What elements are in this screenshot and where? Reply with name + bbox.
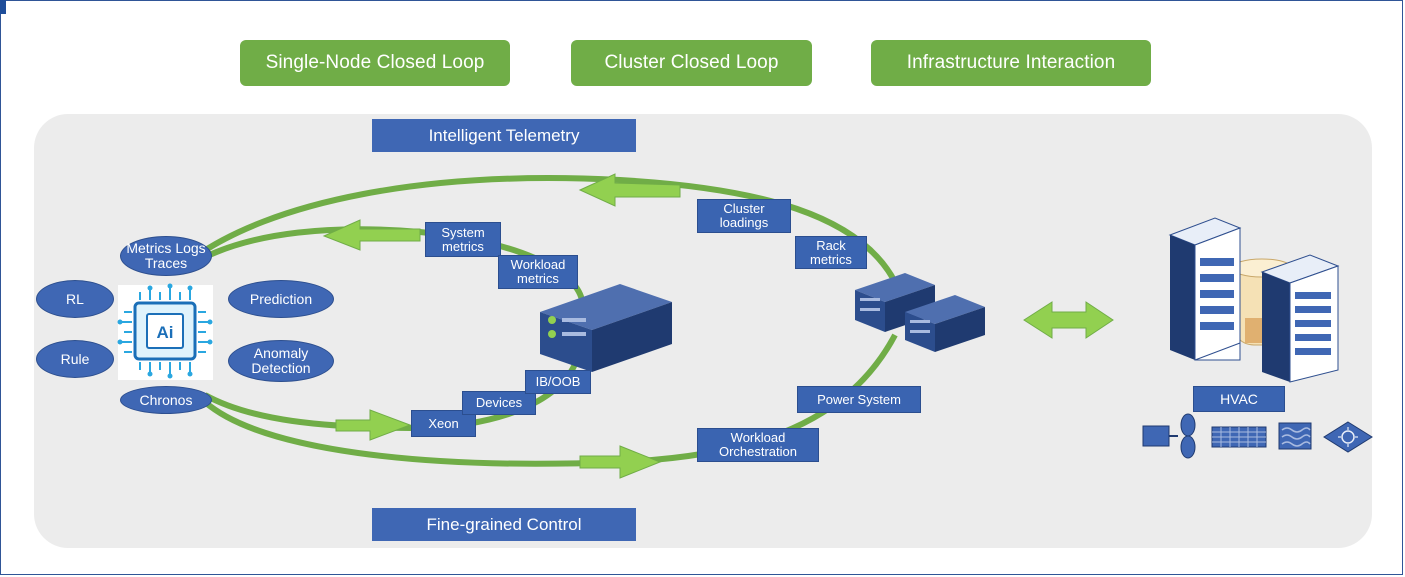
- corner-mark: [0, 0, 6, 14]
- arrow-workload-control: [579, 445, 662, 479]
- cluster-closed-loop-button[interactable]: Cluster Closed Loop: [571, 40, 812, 86]
- ai-chip-label: Ai: [157, 323, 174, 342]
- hvac-fan-icon: [1142, 413, 1196, 459]
- ib-oob-label: IB/OOB: [525, 370, 591, 394]
- intelligent-telemetry-banner: Intelligent Telemetry: [372, 119, 636, 152]
- anomaly-detection-oval: Anomaly Detection: [228, 340, 334, 382]
- workload-orchestration-label: Workload Orchestration: [697, 428, 819, 462]
- hvac-sun-icon: [1323, 421, 1373, 453]
- hvac-label: HVAC: [1193, 386, 1285, 412]
- prediction-oval: Prediction: [228, 280, 334, 318]
- hvac-wave-icon: [1278, 422, 1312, 450]
- single-node-closed-loop-button[interactable]: Single-Node Closed Loop: [240, 40, 510, 86]
- rule-oval: Rule: [36, 340, 114, 378]
- workload-metrics-label: Workload metrics: [498, 255, 578, 289]
- power-system-label: Power System: [797, 386, 921, 413]
- ai-chip-icon: [117, 283, 213, 380]
- cluster-telemetry-arc: [186, 175, 898, 284]
- infrastructure-double-arrow: [1023, 301, 1114, 339]
- metrics-logs-traces-oval: Metrics Logs Traces: [120, 236, 212, 276]
- arrow-system-metrics: [322, 219, 421, 251]
- data-center-icon: [1168, 217, 1340, 383]
- rl-oval: RL: [36, 280, 114, 318]
- rack-metrics-label: Rack metrics: [795, 236, 867, 269]
- server-icon: [540, 284, 672, 372]
- arrow-cluster-telemetry: [578, 173, 681, 207]
- fine-grained-control-banner: Fine-grained Control: [372, 508, 636, 541]
- arrow-xeon-control: [335, 409, 412, 441]
- hvac-grille-icon: [1211, 426, 1267, 448]
- rack-cluster-icon: [855, 273, 985, 352]
- cluster-loadings-label: Cluster loadings: [697, 199, 791, 233]
- devices-label: Devices: [462, 391, 536, 415]
- system-metrics-label: System metrics: [425, 222, 501, 257]
- chronos-oval: Chronos: [120, 386, 212, 414]
- infrastructure-interaction-button[interactable]: Infrastructure Interaction: [871, 40, 1151, 86]
